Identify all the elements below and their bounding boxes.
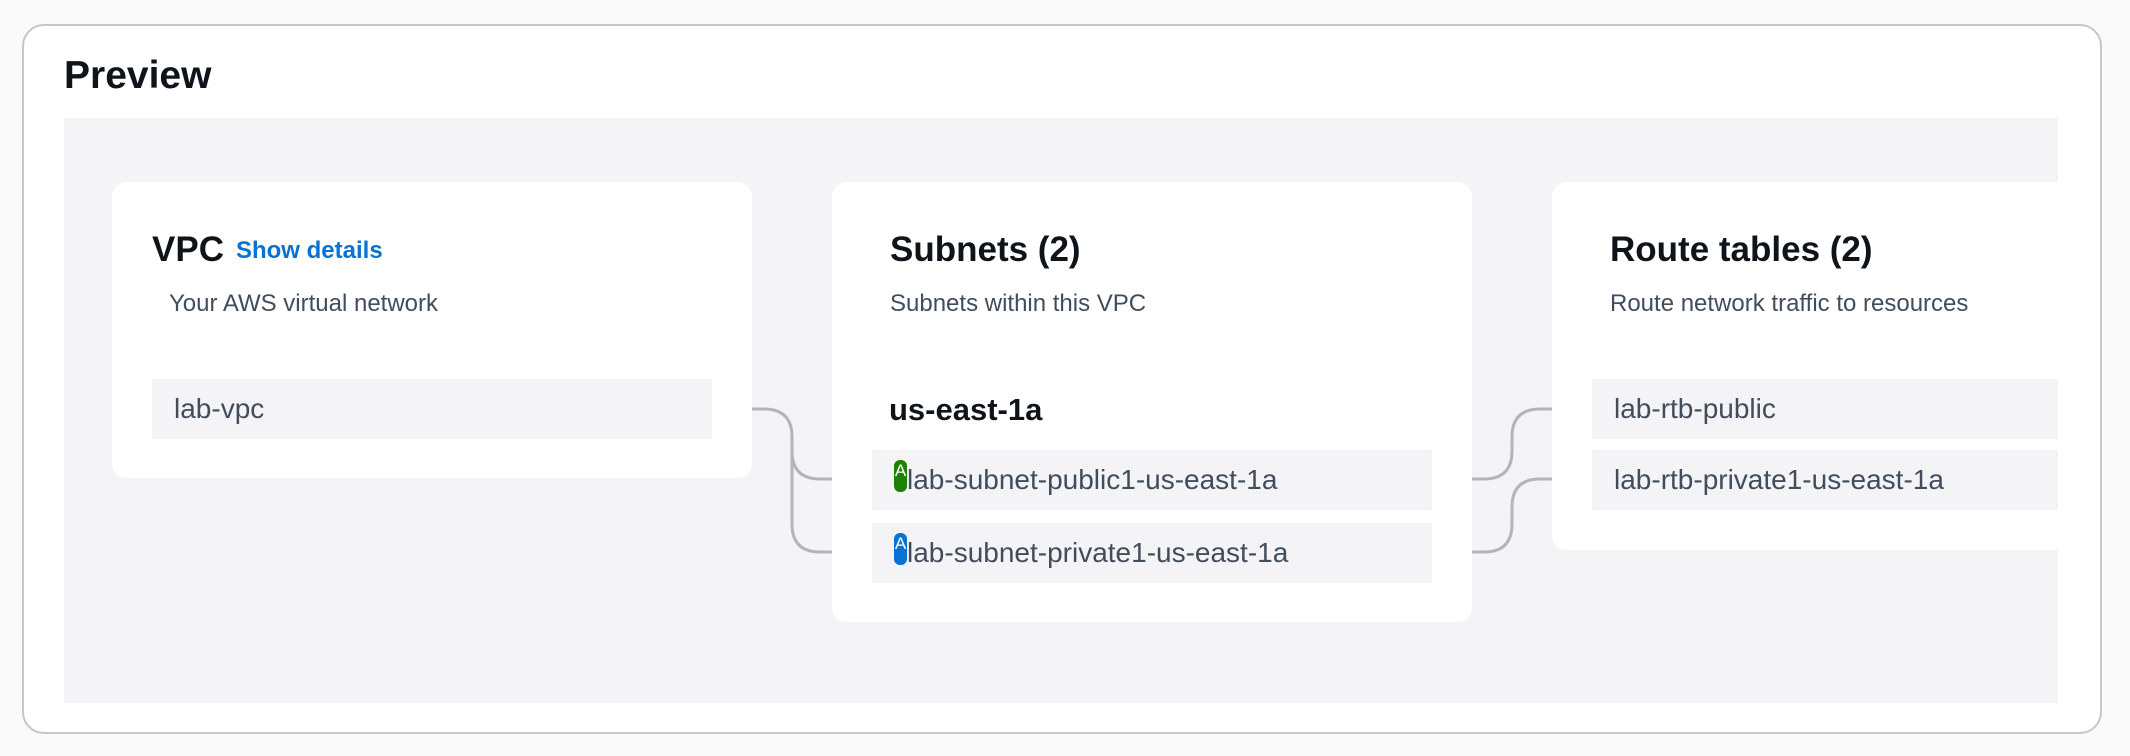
route-table-item-private[interactable]: lab-rtb-private1-us-east-1a: [1592, 450, 2058, 510]
vpc-title: VPC: [152, 230, 224, 269]
subnets-card: Subnets (2) Subnets within this VPC us-e…: [832, 182, 1472, 622]
panel-title: Preview: [64, 54, 212, 97]
route-table-label: lab-rtb-private1-us-east-1a: [1614, 464, 1944, 495]
availability-zone-label: us-east-1a: [889, 392, 1043, 427]
vpc-item-label: lab-vpc: [174, 393, 265, 424]
subnet-label: lab-subnet-public1-us-east-1a: [907, 464, 1278, 495]
subnet-item-public[interactable]: A lab-subnet-public1-us-east-1a: [872, 450, 1432, 510]
connector-subnet-private-rtb-private: [1432, 477, 1592, 554]
availability-zone-badge: A: [894, 460, 907, 492]
vpc-card-header: VPC Show details: [152, 232, 383, 267]
route-tables-card: Route tables (2) Route network traffic t…: [1552, 182, 2058, 550]
connector-lines: [712, 407, 1592, 554]
vpc-item[interactable]: lab-vpc: [152, 379, 712, 439]
connector-subnet-public-rtb-public: [1432, 407, 1592, 481]
subnet-item-private[interactable]: A lab-subnet-private1-us-east-1a: [872, 523, 1432, 583]
subnet-label: lab-subnet-private1-us-east-1a: [907, 537, 1289, 568]
route-tables-title: Route tables (2): [1610, 230, 1873, 269]
vpc-card: VPC Show details Your AWS virtual network…: [112, 182, 752, 478]
connector-vpc-subnet-private: [790, 437, 872, 554]
vpc-description: Your AWS virtual network: [169, 290, 439, 317]
route-table-label: lab-rtb-public: [1614, 393, 1776, 424]
resource-map: VPC Show details Your AWS virtual network…: [64, 118, 2058, 703]
subnets-title: Subnets (2): [890, 230, 1081, 269]
route-tables-description: Route network traffic to resources: [1610, 290, 1969, 317]
route-table-item-public[interactable]: lab-rtb-public: [1592, 379, 2058, 439]
show-details-link[interactable]: Show details: [235, 237, 383, 264]
availability-zone-badge: A: [894, 533, 907, 565]
subnets-description: Subnets within this VPC: [890, 290, 1147, 317]
